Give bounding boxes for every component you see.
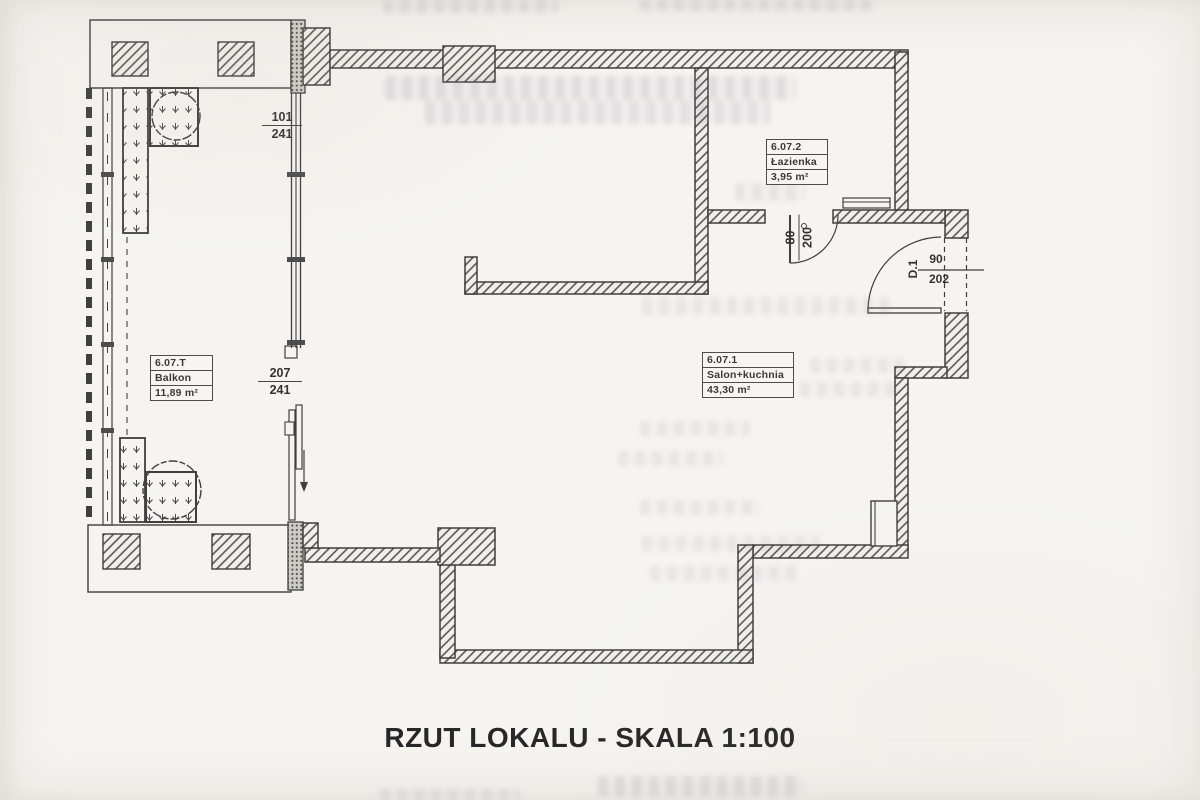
bathroom-partition-wall (694, 67, 709, 295)
window-frame-block (284, 345, 298, 359)
entry-jamb-bottom (944, 312, 969, 379)
bathroom-wall-right-of-door (832, 209, 946, 224)
entry-door-width: 90 (929, 252, 943, 266)
wall-entry-step (894, 366, 948, 379)
room-id: 6.07.2 (771, 141, 802, 153)
window-mullion (287, 340, 305, 345)
wall-corner-top-left (302, 27, 331, 86)
bay-wall-right (737, 544, 754, 664)
exterior-walls (302, 27, 969, 664)
room-label-bathroom: 6.07.2 Łazienka 3,95 m² (766, 139, 828, 185)
dim-window-small: 101 241 (262, 110, 302, 141)
dim-width: 207 (258, 366, 302, 382)
balcony-column (211, 533, 251, 570)
balcony-column (217, 41, 255, 77)
dim-width: 101 (262, 110, 302, 126)
plan-caption: RZUT LOKALU - SKALA 1:100 (384, 722, 796, 753)
bay-wall-left (439, 562, 456, 659)
shaft-niche (870, 500, 898, 547)
dim-height: 241 (269, 383, 291, 397)
interior-walls (464, 67, 946, 295)
wall-top-column (442, 45, 496, 83)
window-mullion (287, 172, 305, 177)
kitchen-wall (464, 281, 709, 295)
balcony-window-wall (284, 93, 308, 521)
entry-jamb-top (944, 209, 969, 239)
room-name: Balkon (151, 370, 212, 385)
slide-direction-arrow (300, 482, 308, 492)
balcony-railing (101, 87, 114, 526)
bathroom-wall-left-of-door (707, 209, 766, 224)
tree-planter (142, 460, 202, 523)
bay-column (437, 527, 496, 566)
room-id: 6.07.T (155, 357, 186, 369)
dim-window-large: 207 241 (258, 366, 302, 397)
entry-door-leaf (867, 307, 942, 314)
tree-planter (149, 87, 201, 147)
dim-bathroom-door: 80 200 (783, 214, 815, 261)
entry-door-code: D.1 (906, 259, 920, 279)
bathroom-shelf (842, 197, 891, 209)
balcony-column (111, 41, 149, 77)
room-area: 11,89 m² (151, 385, 212, 400)
balcony-structure (86, 19, 292, 593)
bathroom-door (789, 214, 839, 264)
balcony-column (102, 533, 141, 570)
room-label-salon: 6.07.1 Salon+kuchnia 43,30 m² (702, 352, 794, 398)
bay-wall-bottom (439, 649, 754, 664)
room-area: 3,95 m² (767, 169, 827, 184)
wall-bottom-left (304, 547, 441, 563)
window-mullion (287, 257, 305, 262)
entry-door-height: 202 (928, 272, 950, 286)
dim-height: 200 (800, 227, 815, 248)
kitchen-wall-stub (464, 256, 478, 295)
dim-width: 80 (783, 214, 800, 261)
wall-corner-bottom-left (302, 522, 319, 549)
wall-top (329, 49, 909, 69)
room-name: Salon+kuchnia (703, 367, 793, 382)
room-area: 43,30 m² (703, 382, 793, 397)
wall-bottom-right (752, 544, 909, 559)
balcony-sliding-door (284, 404, 308, 521)
stippled-columns (287, 19, 306, 591)
wall-right-upper (894, 51, 909, 213)
room-label-balcony: 6.07.T Balkon 11,89 m² (150, 355, 213, 401)
entry-door (867, 236, 984, 314)
room-name: Łazienka (767, 154, 827, 169)
dim-height: 241 (271, 127, 293, 141)
planter-strip (119, 437, 146, 523)
planter-strip (122, 87, 149, 234)
room-id: 6.07.1 (707, 354, 738, 366)
